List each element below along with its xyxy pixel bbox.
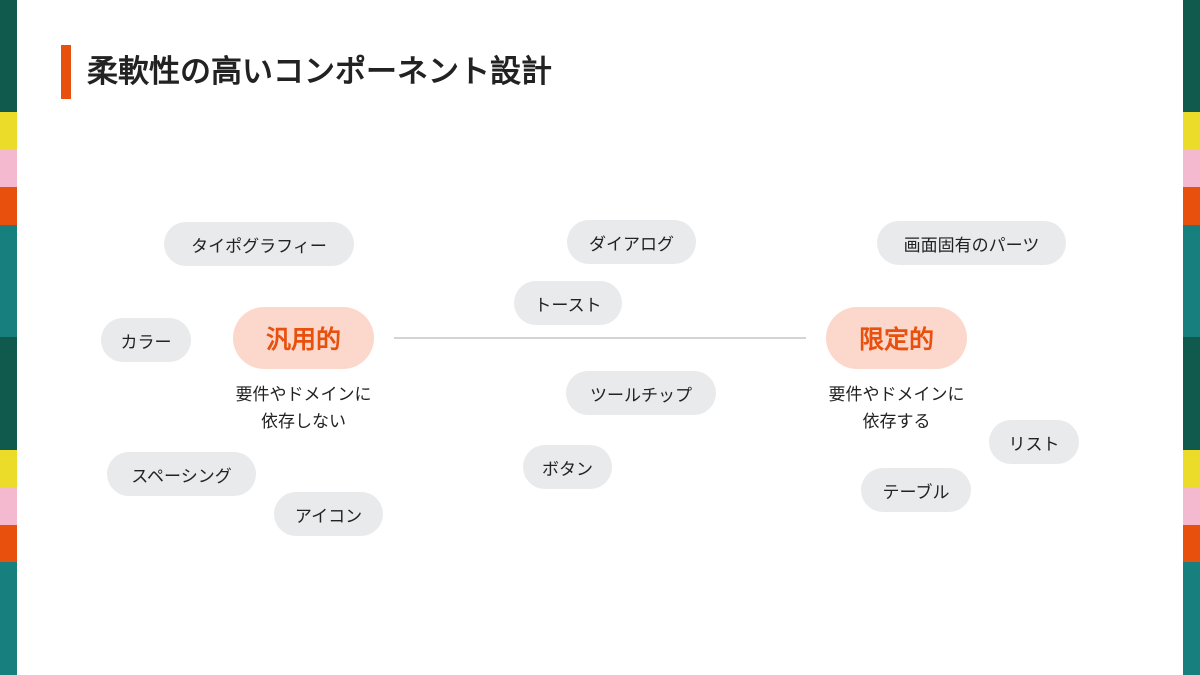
strip-segment <box>0 337 17 450</box>
strip-segment <box>0 525 17 562</box>
chip-table: テーブル <box>861 468 971 512</box>
chip-tooltip: ツールチップ <box>566 371 716 415</box>
pole-label-specific: 限定的 <box>826 307 967 369</box>
chip-spacing: スペーシング <box>107 452 256 496</box>
strip-segment <box>1183 225 1200 337</box>
strip-segment <box>1183 150 1200 187</box>
chip-button: ボタン <box>523 445 612 489</box>
chip-typography: タイポグラフィー <box>164 222 354 266</box>
pole-desc-line: 依存しない <box>261 412 346 432</box>
page-title: 柔軟性の高いコンポーネント設計 <box>87 54 552 90</box>
spectrum-axis-line <box>394 337 806 339</box>
chip-toast: トースト <box>514 281 622 325</box>
strip-segment <box>0 112 17 150</box>
strip-segment <box>0 450 17 488</box>
pole-desc-line: 依存する <box>862 412 931 432</box>
pole-desc-specific: 要件やドメインに 依存する <box>806 382 987 436</box>
chip-list: リスト <box>989 420 1079 464</box>
strip-segment <box>1183 187 1200 225</box>
pole-desc-line: 要件やドメインに <box>235 385 372 405</box>
strip-segment <box>1183 0 1200 112</box>
strip-segment <box>0 150 17 187</box>
chip-color: カラー <box>101 318 191 362</box>
strip-segment <box>1183 525 1200 562</box>
strip-segment <box>0 225 17 337</box>
pole-label-generic: 汎用的 <box>233 307 374 369</box>
strip-segment <box>1183 112 1200 150</box>
pole-desc-generic: 要件やドメインに 依存しない <box>213 382 394 436</box>
chip-screen-specific-parts: 画面固有のパーツ <box>877 221 1066 265</box>
strip-segment <box>1183 450 1200 488</box>
strip-segment <box>0 488 17 525</box>
strip-segment <box>1183 337 1200 450</box>
pole-desc-line: 要件やドメインに <box>828 385 965 405</box>
strip-segment <box>0 0 17 112</box>
right-edge-strip <box>1183 0 1200 675</box>
left-edge-strip <box>0 0 17 675</box>
strip-segment <box>1183 562 1200 675</box>
chip-dialog: ダイアログ <box>567 220 696 264</box>
title-accent-bar <box>61 45 71 99</box>
strip-segment <box>0 187 17 225</box>
chip-icon: アイコン <box>274 492 383 536</box>
strip-segment <box>0 562 17 675</box>
strip-segment <box>1183 488 1200 525</box>
